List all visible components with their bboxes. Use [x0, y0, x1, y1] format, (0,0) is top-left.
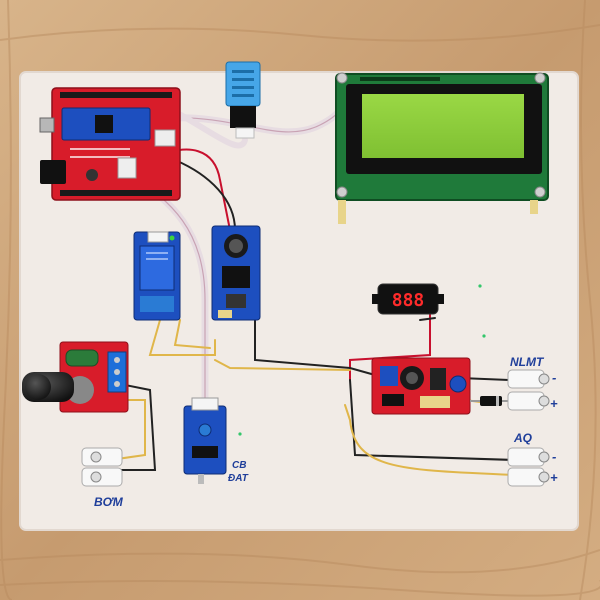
black-wire-2 [254, 319, 376, 376]
buck-converter [211, 225, 261, 321]
label-nlmt: NLMT [510, 355, 545, 369]
indicator-dots [238, 284, 486, 436]
yellow-wire-1 [148, 319, 216, 356]
label-cb: CB [232, 460, 246, 471]
terminal-block-nlmt [507, 369, 550, 411]
label-minus-nlmt: - [552, 370, 556, 385]
diode [470, 396, 512, 406]
soil-sensor-module [183, 397, 227, 484]
terminal-block-bom [81, 447, 123, 487]
relay-module [133, 231, 181, 321]
lcd-module [335, 72, 549, 224]
black-wire-1 [174, 159, 236, 231]
boost-converter [371, 357, 471, 415]
label-minus-aq: - [552, 449, 556, 464]
dht-sensor [225, 61, 261, 139]
header-pins [117, 129, 176, 179]
terminal-block-aq [507, 447, 550, 487]
label-bom: BƠM [94, 495, 124, 509]
black-wire-3 [114, 384, 157, 471]
label-plus-aq: + [550, 470, 558, 485]
arduino-shield [39, 87, 181, 201]
label-dat: ĐAT [228, 473, 249, 484]
black-wire-4 [349, 379, 516, 461]
yellow-wire-3 [109, 399, 146, 461]
voltmeter-display: 888 [372, 283, 444, 315]
motor-speed-controller [22, 341, 129, 413]
label-plus-nlmt: + [550, 396, 558, 411]
label-aq: AQ [513, 431, 533, 445]
voltmeter-reading: 888 [392, 290, 425, 311]
yellow-wire-2 [173, 319, 211, 349]
yellow-wire-4 [344, 404, 516, 476]
lcd-screen [362, 94, 524, 158]
